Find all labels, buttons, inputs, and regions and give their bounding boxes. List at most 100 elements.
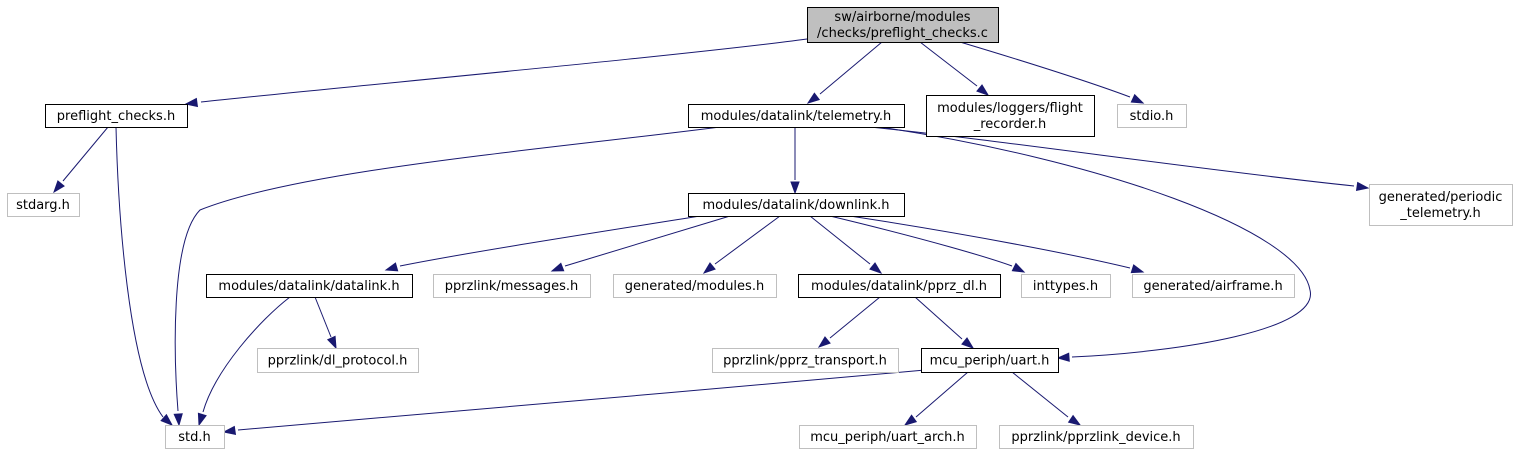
node-box	[45, 104, 188, 128]
arrowhead-icon	[1011, 262, 1026, 273]
arrowhead-icon	[1056, 352, 1070, 362]
edge-downlink_h-to-inttypes_h	[829, 215, 1026, 273]
edge-line	[237, 369, 926, 431]
node-preflight-checks-h[interactable]: preflight_checks.h	[45, 104, 188, 128]
arrowhead-icon	[53, 180, 65, 194]
node-box	[688, 193, 905, 217]
node-pprz-dl-h[interactable]: modules/datalink/pprz_dl.h	[798, 274, 1001, 298]
node-stdarg-h: stdarg.h	[7, 193, 80, 217]
arrowhead-icon	[1130, 264, 1145, 274]
edge-downlink_h-to-messages_h	[550, 215, 731, 272]
node-label: _recorder.h	[973, 117, 1047, 132]
node-box	[7, 193, 80, 217]
node-box	[999, 425, 1194, 449]
node-label: modules/datalink/telemetry.h	[701, 109, 892, 124]
edge-line	[62, 126, 109, 182]
edge-line	[915, 371, 969, 418]
arrowhead-icon	[1067, 414, 1082, 426]
arrowhead-icon	[384, 262, 399, 272]
node-label: _telemetry.h	[1399, 206, 1481, 221]
arrowhead-icon	[184, 97, 199, 108]
node-uart-h[interactable]: mcu_periph/uart.h	[921, 348, 1059, 373]
node-box	[921, 348, 1059, 373]
node-box	[165, 425, 225, 449]
edge-line	[959, 41, 1131, 98]
edge-line	[819, 41, 883, 95]
edge-line	[919, 41, 978, 87]
edge-line	[914, 296, 963, 340]
node-label: preflight_checks.h	[57, 109, 175, 124]
edge-line	[314, 296, 332, 338]
edge-telemetry_h-to-std_h	[173, 126, 721, 427]
edge-line	[174, 126, 721, 412]
arrowhead-icon	[817, 336, 831, 348]
arrowhead-icon	[961, 337, 975, 349]
edge-datalink_h-to-std_h	[197, 296, 291, 427]
nodes-layer: sw/airborne/modules/checks/preflight_che…	[7, 7, 1513, 449]
node-downlink-h[interactable]: modules/datalink/downlink.h	[688, 193, 905, 217]
edge-line	[399, 215, 701, 267]
node-label: /checks/preflight_checks.c	[817, 26, 988, 41]
node-label: modules/loggers/flight	[937, 101, 1083, 116]
node-box	[257, 348, 419, 373]
arrowhead-icon	[1355, 181, 1370, 192]
node-box	[926, 95, 1095, 137]
node-box	[799, 425, 977, 449]
arrowhead-icon	[550, 262, 565, 272]
node-label: pprzlink/pprzlink_device.h	[1011, 430, 1180, 445]
edge-downlink_h-to-airframe_h	[849, 215, 1145, 274]
node-box	[1369, 184, 1513, 226]
edge-downlink_h-to-datalink_h	[384, 215, 701, 272]
edge-pprz_dl_h-to-uart_h	[914, 296, 975, 349]
node-inttypes-h: inttypes.h	[1021, 274, 1111, 298]
node-box	[613, 274, 777, 298]
node-periodic-telemetry-h: generated/periodic_telemetry.h	[1369, 184, 1513, 226]
node-label: inttypes.h	[1033, 279, 1098, 294]
edge-line	[202, 296, 291, 413]
node-label: generated/modules.h	[625, 279, 764, 294]
arrowhead-icon	[702, 262, 716, 274]
arrowhead-icon	[173, 413, 183, 427]
node-label: sw/airborne/modules	[834, 10, 970, 25]
arrowhead-icon	[869, 262, 883, 274]
node-datalink-h[interactable]: modules/datalink/datalink.h	[206, 274, 413, 298]
edge-line	[115, 126, 164, 418]
edges-layer	[53, 38, 1370, 436]
arrowhead-icon	[790, 181, 800, 195]
node-label: modules/datalink/datalink.h	[218, 279, 399, 294]
node-label: stdio.h	[1130, 109, 1174, 124]
edge-root-to-stdio_h	[959, 41, 1145, 104]
edge-uart_h-to-std_h	[222, 369, 926, 436]
edge-root-to-flight_recorder_h	[919, 41, 990, 96]
edge-line	[200, 38, 808, 103]
node-box	[1132, 274, 1295, 298]
node-label: modules/datalink/pprz_dl.h	[811, 279, 987, 294]
node-box	[206, 274, 413, 298]
edge-telemetry_h-to-uart_h	[879, 126, 1311, 362]
node-box	[433, 274, 591, 298]
node-flight-recorder-h[interactable]: modules/loggers/flight_recorder.h	[926, 95, 1095, 137]
edge-line	[809, 215, 871, 265]
edge-uart_h-to-uart_arch_h	[903, 371, 969, 426]
node-dl-protocol-h: pprzlink/dl_protocol.h	[257, 348, 419, 373]
node-label: mcu_periph/uart_arch.h	[810, 430, 965, 445]
node-stdio-h: stdio.h	[1117, 104, 1187, 128]
node-label: generated/airframe.h	[1143, 279, 1282, 294]
node-label: generated/periodic	[1379, 190, 1503, 205]
arrowhead-icon	[197, 412, 207, 427]
node-uart-arch-h: mcu_periph/uart_arch.h	[799, 425, 977, 449]
edge-preflight_checks_h-to-std_h	[115, 126, 174, 426]
node-label: stdarg.h	[16, 198, 70, 213]
arrowhead-icon	[222, 425, 237, 436]
node-telemetry-h[interactable]: modules/datalink/telemetry.h	[688, 104, 905, 128]
arrowhead-icon	[806, 92, 821, 104]
node-root[interactable]: sw/airborne/modules/checks/preflight_che…	[807, 7, 999, 43]
node-label: pprzlink/messages.h	[445, 279, 579, 294]
node-pprz-transport-h: pprzlink/pprz_transport.h	[712, 348, 899, 373]
edge-downlink_h-to-pprz_dl_h	[809, 215, 883, 274]
edge-datalink_h-to-dl_protocol_h	[314, 296, 337, 350]
edge-line	[829, 296, 881, 339]
node-box	[807, 7, 999, 43]
edge-line	[879, 126, 1311, 358]
